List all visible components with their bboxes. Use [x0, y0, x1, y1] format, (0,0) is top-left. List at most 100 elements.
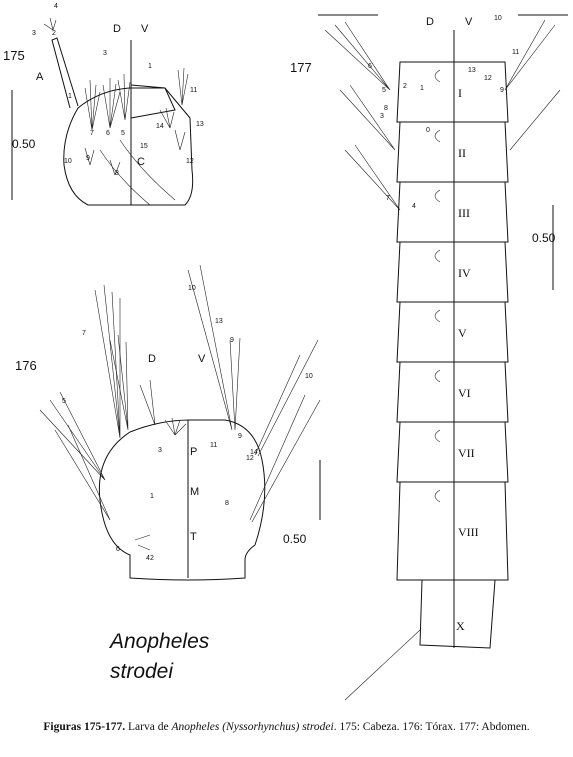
abdomen-segment-outline	[396, 361, 509, 423]
abdomen-segment-label: VI	[458, 386, 471, 400]
abdomen-seta-number: 3	[380, 113, 384, 120]
thorax-seta-number: 13	[215, 318, 223, 325]
caption-text-1: Larva de	[125, 721, 172, 733]
thorax-label-p: P	[190, 446, 197, 458]
abdomen-drawing	[318, 14, 568, 701]
thorax-seta-number: 10	[305, 373, 313, 380]
abdomen-segment-label: II	[458, 146, 466, 160]
thorax-seta-number: 8	[225, 500, 229, 507]
head-label-v: V	[141, 23, 149, 35]
thorax-seta-number: 2	[150, 555, 154, 562]
caption-figure-range: Figuras 175-177.	[43, 721, 126, 733]
head-seta-number: 12	[186, 158, 194, 165]
thorax-label-v: V	[198, 353, 206, 365]
abdomen-segment-outline	[396, 61, 509, 123]
abdomen-seta-number: 5	[382, 87, 386, 94]
head-label-d: D	[113, 23, 121, 35]
figure-176-number: 176	[15, 358, 37, 373]
abdomen-label-v: V	[465, 16, 473, 28]
abdomen-spiracle-mark	[434, 309, 441, 323]
thorax-seta-number: 12	[246, 455, 254, 462]
abdomen-seta-number: 2	[403, 83, 407, 90]
abdomen-segment-label: III	[458, 206, 470, 220]
figure-plate: 175 A D V C 0.50 12345678910111213141513…	[3, 3, 568, 701]
figure-caption: Figuras 175-177. Larva de Anopheles (Nys…	[12, 720, 561, 734]
abdomen-spiracle-mark	[434, 369, 441, 383]
head-seta-number: 4	[54, 3, 58, 10]
abdomen-seta-number: 12	[484, 75, 492, 82]
thorax-scale-label: 0.50	[283, 532, 307, 546]
abdomen-seta-number: 4	[412, 203, 416, 210]
head-drawing	[11, 17, 194, 206]
caption-species: Anopheles (Nyssorhynchus) strodei	[171, 721, 334, 733]
abdomen-segment-label: I	[458, 86, 462, 100]
head-seta-number: 10	[64, 158, 72, 165]
species-name-genus: Anopheles	[108, 630, 210, 653]
thorax-label-d: D	[148, 353, 156, 365]
abdomen-label-d: D	[426, 16, 434, 28]
abdomen-seta-number: 1	[420, 85, 424, 92]
head-scale-label: 0.50	[12, 137, 36, 151]
abdomen-segment-outline	[396, 301, 509, 363]
thorax-seta-number: 3	[158, 447, 162, 454]
thorax-seta-number: 11	[210, 442, 217, 449]
head-seta-number: 2	[52, 30, 56, 37]
thorax-seta-number: 14	[250, 449, 258, 456]
head-seta-number: 5	[121, 130, 125, 137]
figure-177-number: 177	[290, 60, 312, 75]
head-seta-number: 1	[68, 93, 72, 100]
abdomen-spiracle-mark	[434, 489, 441, 503]
abdomen-seta-number: 7	[386, 195, 390, 202]
abdomen-segment-label: VIII	[458, 525, 479, 539]
species-name-epithet: strodei	[110, 660, 174, 683]
thorax-seta-number: 4	[146, 555, 150, 562]
head-seta-number: 14	[156, 123, 164, 130]
abdomen-seta-number: 10	[494, 15, 502, 22]
head-seta-number: 11	[190, 87, 197, 94]
abdomen-spiracle-mark	[434, 69, 441, 83]
abdomen-seta-number: 9	[500, 87, 504, 94]
thorax-seta-number: 9	[238, 433, 242, 440]
thorax-drawing	[39, 264, 321, 581]
thorax-seta-number: 5	[62, 398, 66, 405]
head-seta-number: 8	[115, 170, 119, 177]
thorax-label-t: T	[190, 531, 197, 543]
head-seta-number: 3	[103, 50, 107, 57]
abdomen-segment-label: VII	[458, 446, 475, 460]
caption-text-2: . 175: Cabeza. 176: Tórax. 177: Abdomen.	[333, 721, 530, 733]
abdomen-spiracle-mark	[434, 189, 441, 203]
head-seta-number: 15	[140, 143, 148, 150]
abdomen-seta-number: 0	[426, 127, 430, 134]
abdomen-segment-outline	[396, 181, 509, 243]
head-seta-number: 1	[148, 63, 152, 70]
abdomen-segment-outline	[396, 241, 509, 303]
abdomen-segment-outline	[396, 421, 509, 483]
thorax-seta-number: 1	[150, 493, 154, 500]
thorax-label-m: M	[190, 486, 199, 498]
abdomen-seta-number: 11	[512, 49, 519, 56]
abdomen-segment-outline	[396, 121, 509, 183]
abdomen-seta-number: 13	[468, 67, 476, 74]
head-seta-number: 9	[86, 155, 90, 162]
head-seta-number: 13	[196, 121, 204, 128]
thorax-seta-number: 9	[230, 337, 234, 344]
head-label-c: C	[137, 156, 145, 168]
abdomen-seta-number: 8	[384, 105, 388, 112]
abdomen-seta-number: 6	[368, 63, 372, 70]
head-label-a: A	[36, 71, 44, 83]
abdomen-segment-label: IV	[458, 266, 471, 280]
abdomen-spiracle-mark	[434, 129, 441, 143]
figure-175-number: 175	[3, 48, 25, 63]
abdomen-segment-outline	[396, 481, 509, 581]
abdomen-spiracle-mark	[434, 249, 441, 263]
abdomen-segment-label: V	[458, 326, 467, 340]
abdomen-segment-label: X	[456, 619, 465, 633]
abdomen-scale-label: 0.50	[532, 231, 556, 245]
thorax-seta-number: 6	[116, 546, 120, 553]
thorax-seta-number: 7	[82, 330, 86, 337]
abdomen-spiracle-mark	[434, 429, 441, 443]
